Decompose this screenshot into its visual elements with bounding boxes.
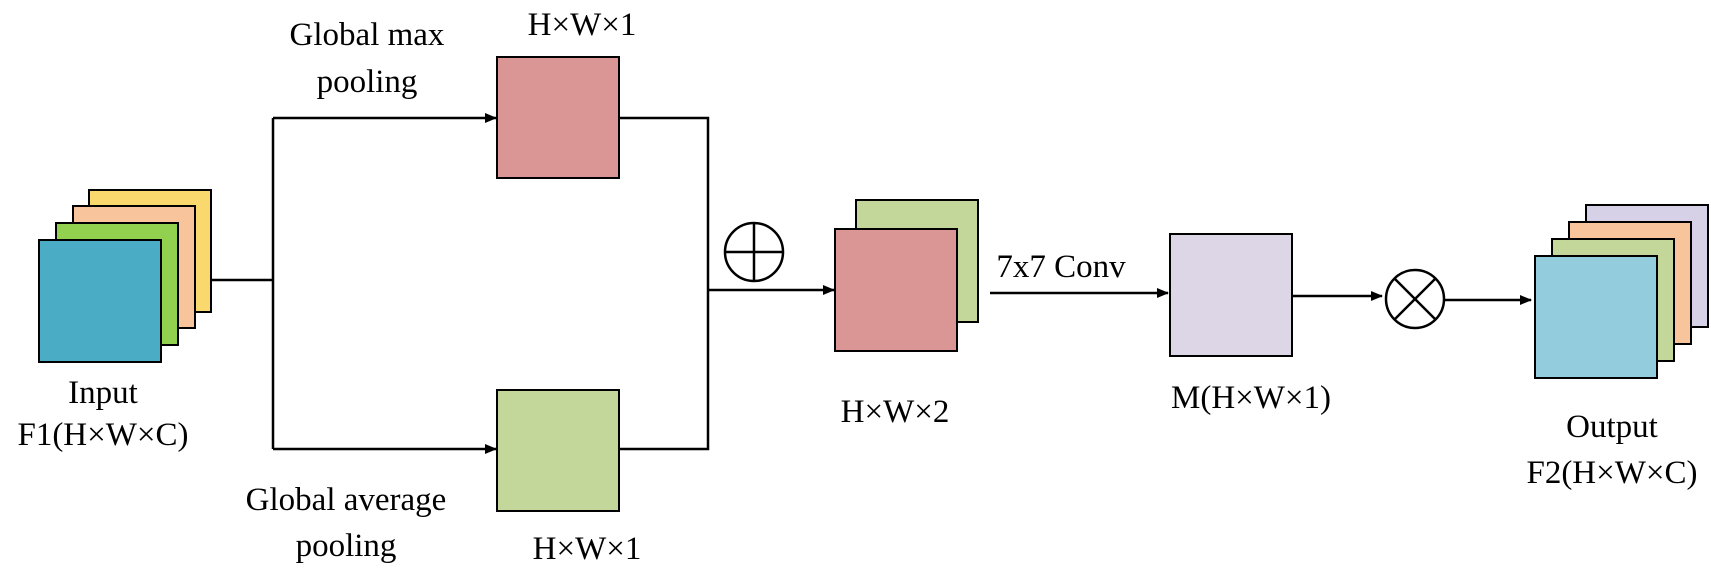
circle-plus-icon (723, 221, 785, 283)
conv-label: 7x7 Conv (996, 249, 1126, 285)
avg-pool-map (496, 389, 620, 512)
max-pool-label-line1: Global max (290, 17, 445, 53)
avg-pool-dim-label: H×W×1 (533, 531, 642, 567)
max-pool-label-line2: pooling (317, 64, 418, 100)
circle-times-icon (1384, 268, 1446, 330)
input-label: Input (68, 375, 138, 411)
output-label: Output (1566, 409, 1658, 445)
attention-map-label: M(H×W×1) (1171, 380, 1331, 416)
max-pool-map (496, 56, 620, 179)
input-to-branch-wire (211, 118, 275, 449)
output-shape-label: F2(H×W×C) (1526, 455, 1697, 491)
avg-pool-label-line2: pooling (296, 528, 397, 564)
input-feature-stack (38, 189, 212, 363)
input-layer-1 (38, 239, 162, 363)
output-layer-1 (1534, 255, 1658, 379)
attention-map (1169, 233, 1293, 357)
merge-wire (619, 116, 710, 451)
max-pool-dim-label: H×W×1 (528, 7, 637, 43)
output-feature-stack (1534, 204, 1709, 379)
concat-dim-label: H×W×2 (841, 394, 950, 430)
input-shape-label: F1(H×W×C) (17, 417, 188, 453)
concat-map-front (834, 228, 958, 352)
avg-pool-label-line1: Global average (246, 482, 447, 518)
